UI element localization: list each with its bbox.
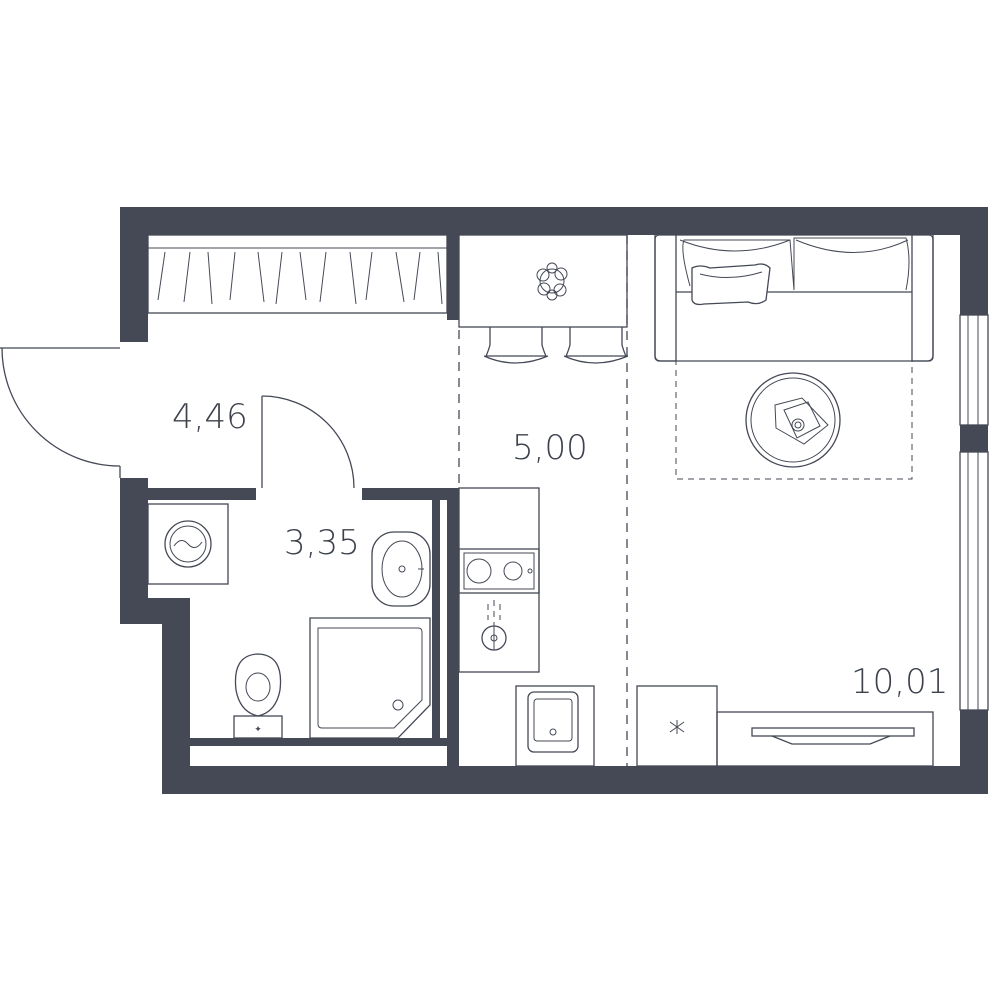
kitchen-area-label: 5,00 — [512, 428, 588, 468]
dining-table-icon — [458, 234, 628, 328]
cooktop-icon — [463, 552, 535, 590]
toilet-icon: ✦ — [233, 653, 283, 739]
walls — [120, 207, 988, 794]
tv-stand-icon — [636, 685, 934, 767]
svg-text:✦: ✦ — [254, 725, 262, 735]
entrance-door-icon — [0, 347, 121, 478]
area-labels: 4,46 3,35 5,00 10,01 — [172, 397, 948, 702]
chair-icon — [483, 327, 549, 364]
cushion-icon — [691, 263, 771, 306]
shower-tray-icon — [309, 617, 431, 739]
plant-icon — [536, 262, 568, 301]
living-room-area-label: 10,01 — [851, 662, 948, 702]
rug-icon — [675, 360, 913, 480]
kitchen-counter-icon — [458, 487, 540, 673]
bathroom-area-label: 3,35 — [284, 523, 360, 563]
coffee-table-icon — [745, 372, 841, 468]
hall-area-label: 4,46 — [172, 397, 248, 437]
washing-machine-icon — [147, 503, 229, 585]
bathroom-door-icon — [261, 395, 355, 489]
oven-icon — [515, 685, 595, 767]
chair-icon — [563, 327, 629, 364]
kitchen-sink-icon — [481, 600, 507, 651]
windows — [959, 314, 989, 711]
wardrobe-icon — [147, 234, 448, 314]
sink-icon — [371, 531, 431, 607]
